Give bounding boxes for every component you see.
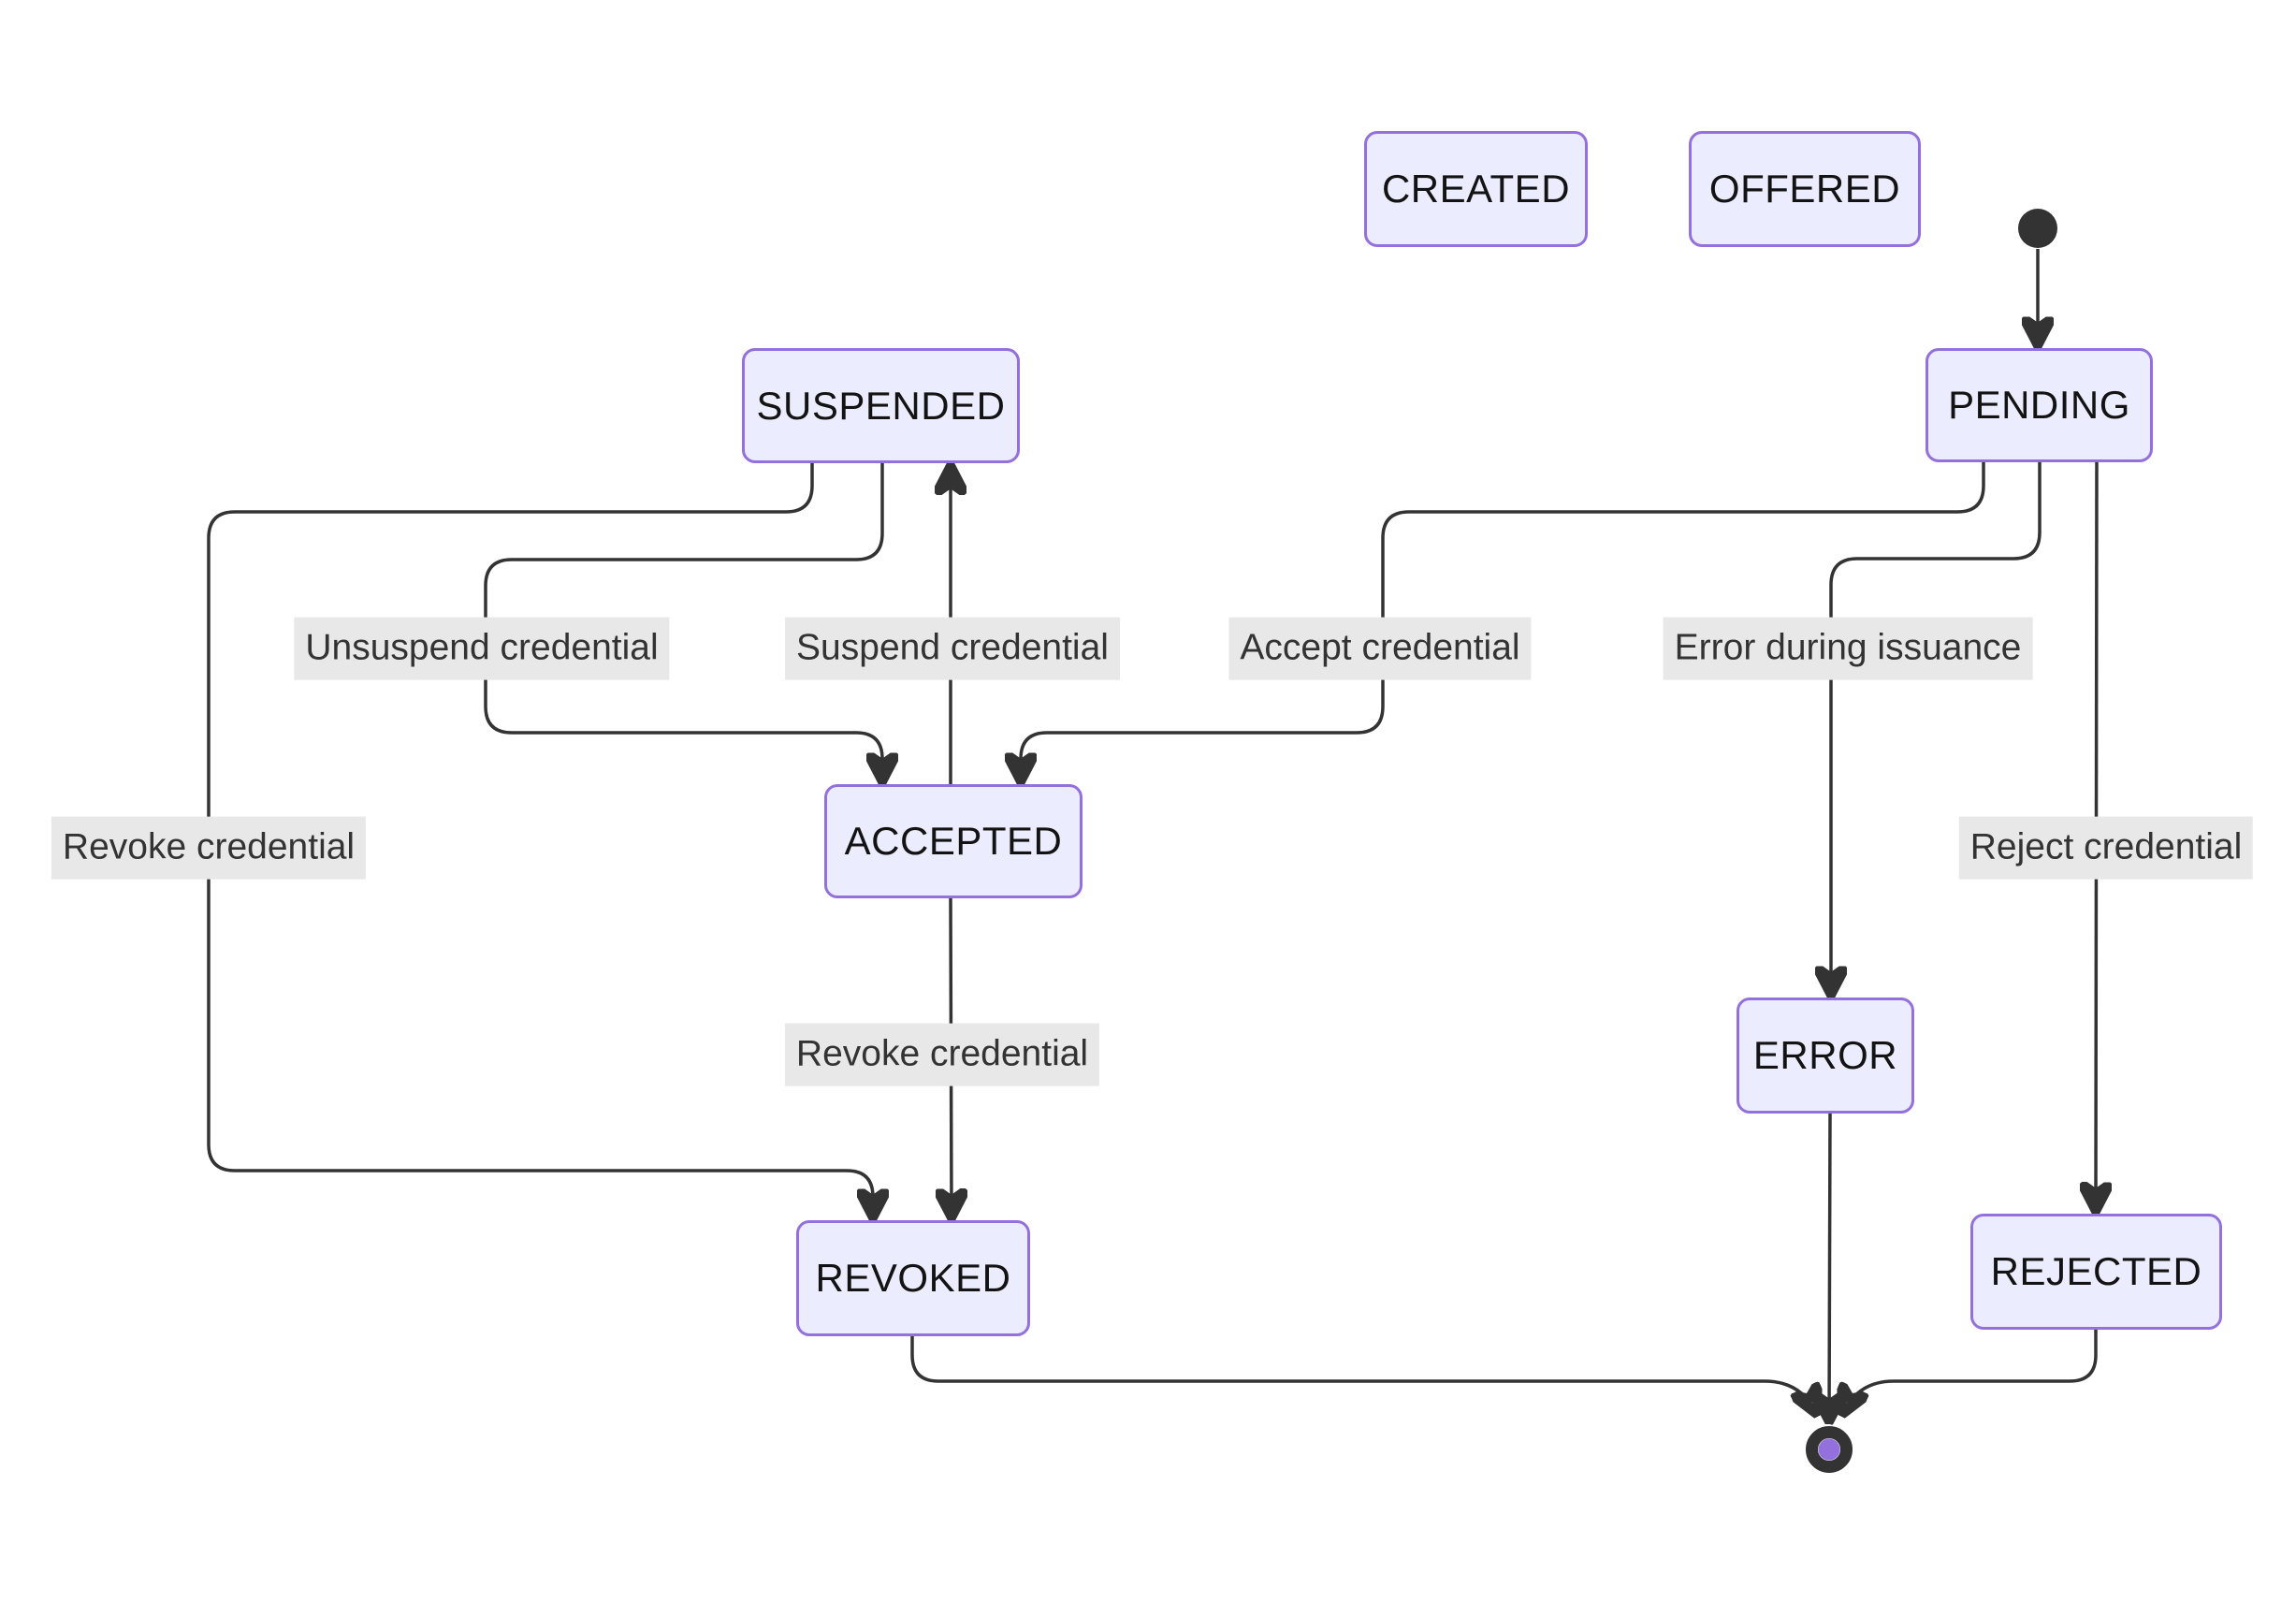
final-state-node xyxy=(1806,1426,1853,1473)
state-pending: PENDING xyxy=(1925,348,2153,462)
state-pending-label: PENDING xyxy=(1948,383,2130,427)
state-accepted: ACCEPTED xyxy=(824,784,1083,898)
edge-error-end xyxy=(1829,1113,1830,1420)
state-offered: OFFERED xyxy=(1689,131,1921,247)
edge-label-revoke-credential-mid: Revoke credential xyxy=(784,1023,1100,1086)
initial-state-dot xyxy=(2018,209,2057,248)
state-error: ERROR xyxy=(1737,998,1914,1114)
edge-label-reject-credential: Reject credential xyxy=(1958,816,2254,880)
edge-label-accept-credential: Accept credential xyxy=(1228,617,1532,680)
state-offered-label: OFFERED xyxy=(1708,167,1901,211)
edge-pending-error xyxy=(1831,462,2042,994)
edge-rejected-end xyxy=(1843,1330,2098,1413)
edge-label-unsuspend-credential: Unsuspend credential xyxy=(294,617,670,680)
edge-label-error-during-issuance: Error during issuance xyxy=(1663,617,2033,680)
state-revoked: REVOKED xyxy=(796,1220,1030,1336)
state-error-label: ERROR xyxy=(1752,1033,1898,1077)
state-revoked-label: REVOKED xyxy=(815,1256,1011,1300)
edge-label-suspend-credential: Suspend credential xyxy=(785,617,1120,680)
state-created: CREATED xyxy=(1364,131,1588,247)
state-created-label: CREATED xyxy=(1381,167,1571,211)
state-rejected-label: REJECTED xyxy=(1990,1249,2202,1293)
state-rejected: REJECTED xyxy=(1970,1214,2222,1330)
state-suspended: SUSPENDED xyxy=(742,348,1020,463)
edge-revoked-end xyxy=(910,1336,1816,1413)
edge-label-revoke-credential-left: Revoke credential xyxy=(51,816,367,880)
state-suspended-label: SUSPENDED xyxy=(756,383,1006,428)
state-accepted-label: ACCEPTED xyxy=(844,819,1063,863)
